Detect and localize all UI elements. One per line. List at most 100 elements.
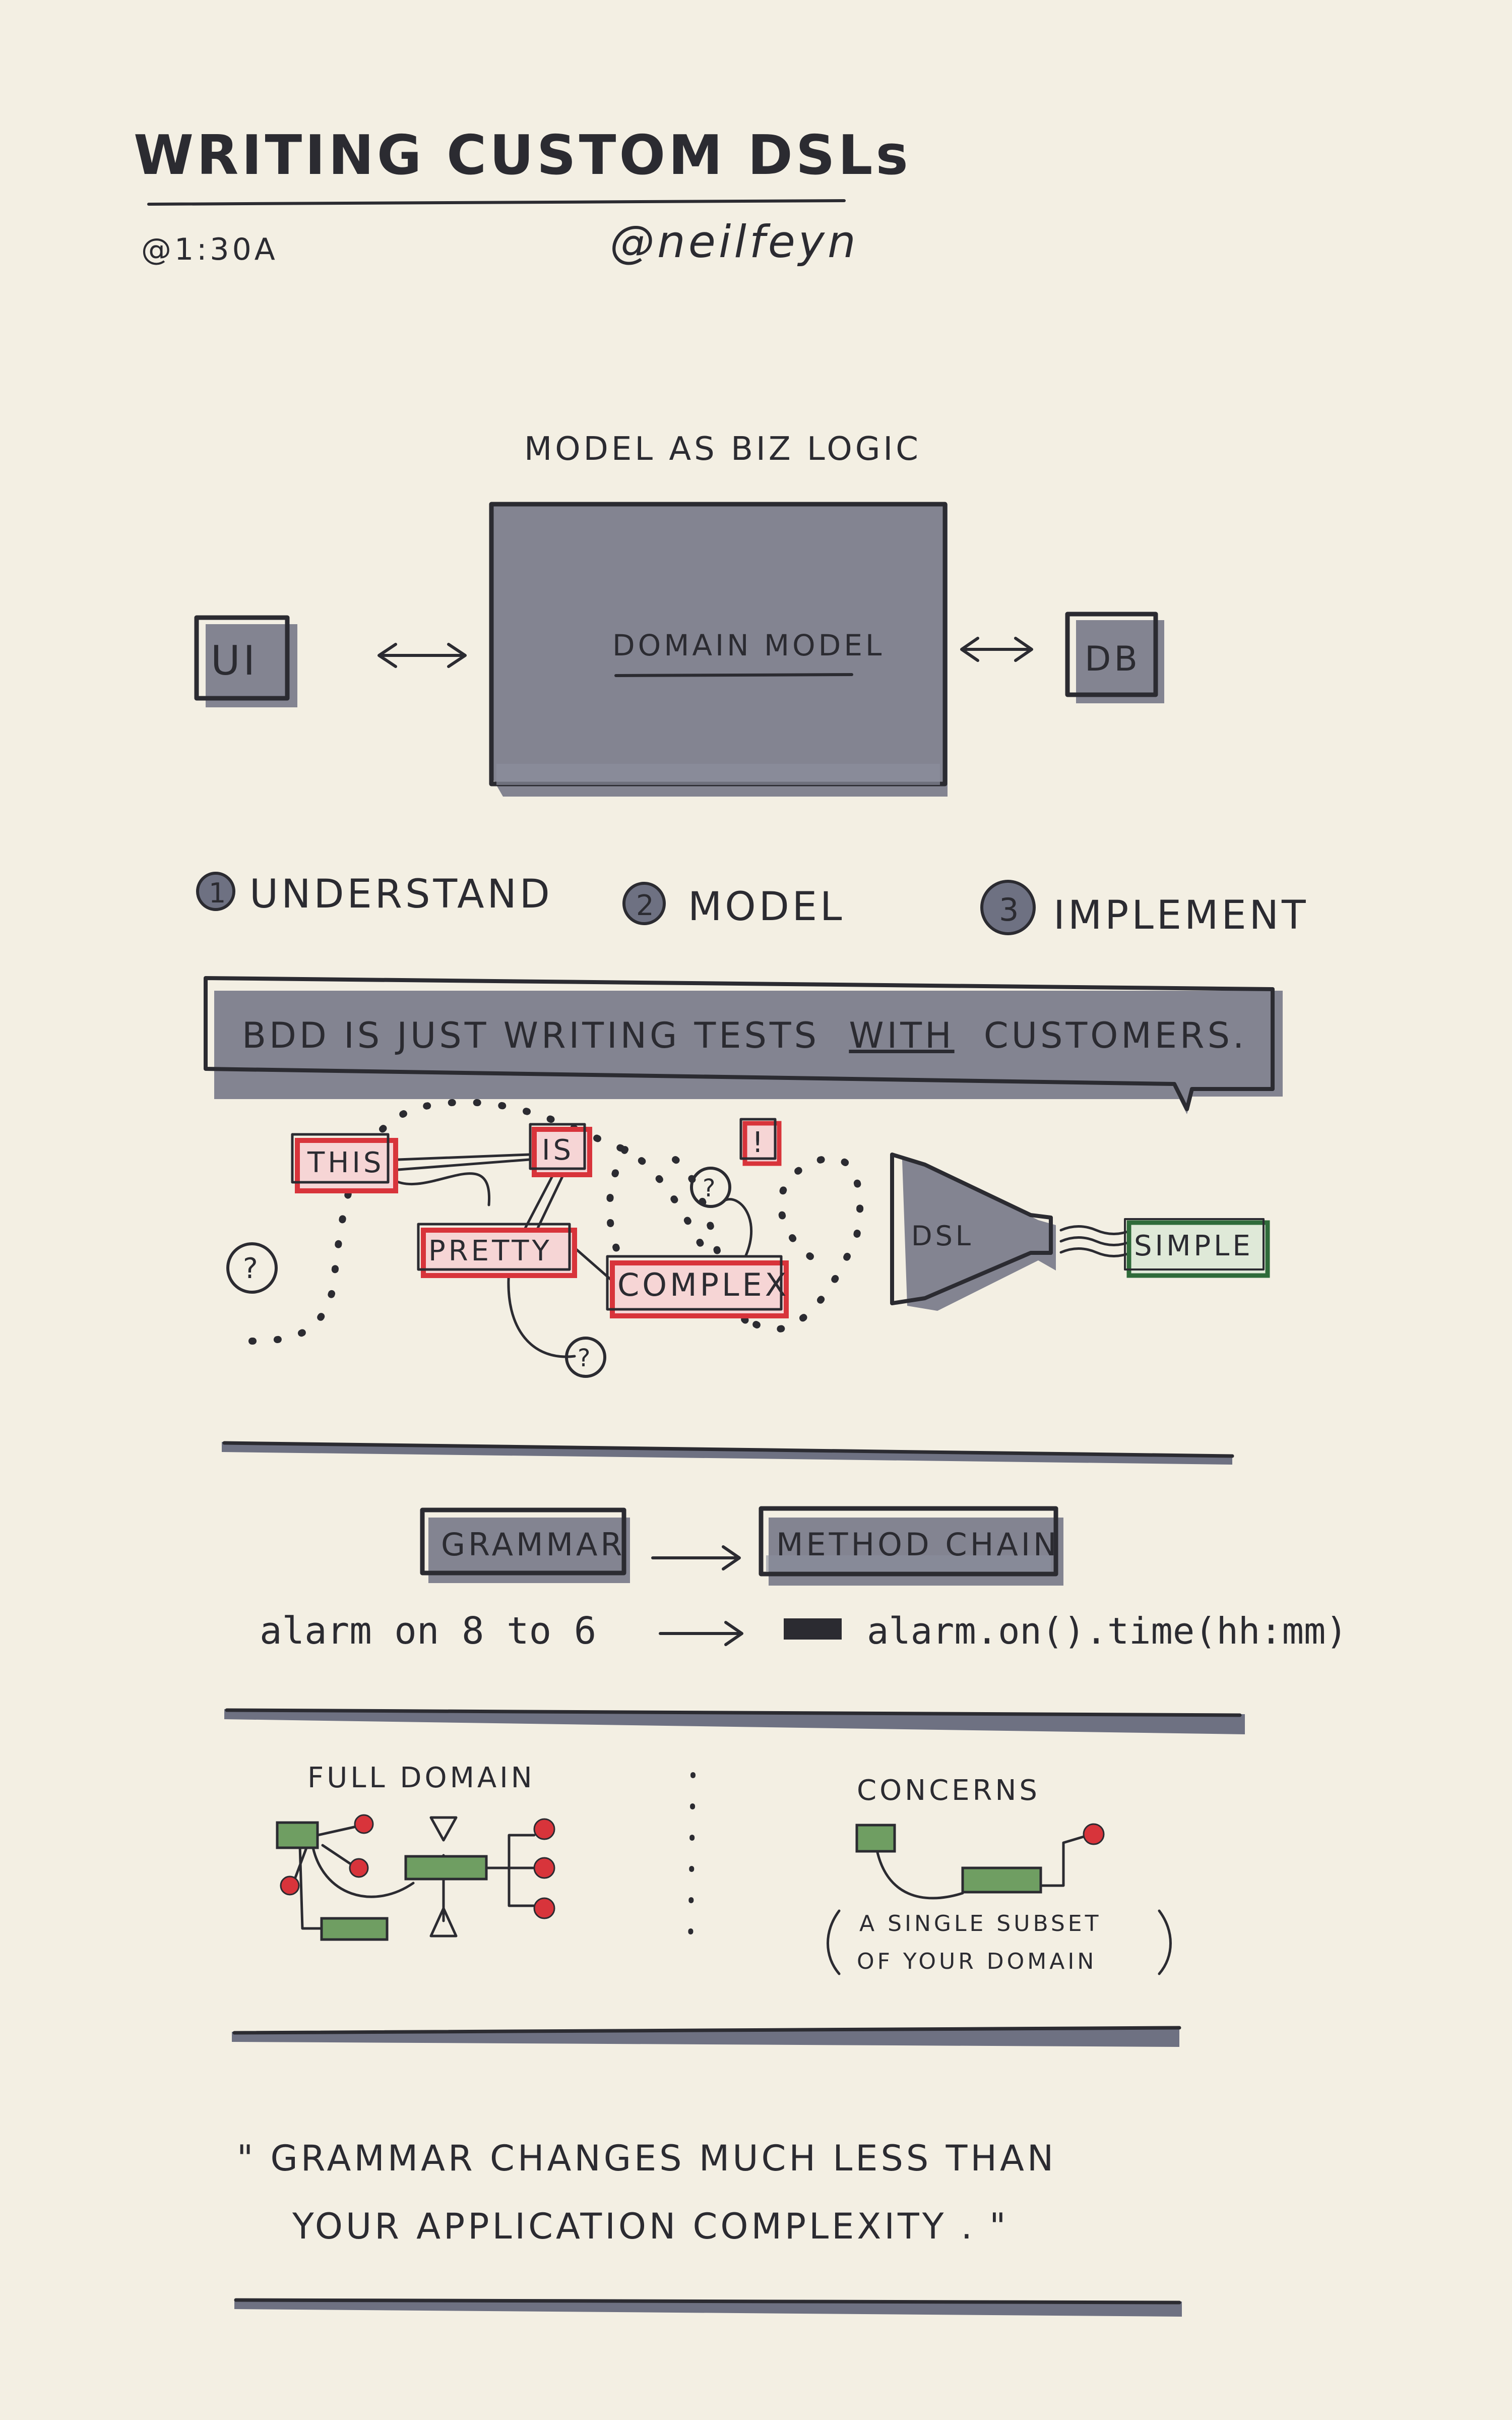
method-chain-label: METHOD CHAIN — [776, 1526, 1059, 1563]
simple-label: SIMPLE — [1134, 1230, 1253, 1262]
step-label: MODEL — [688, 884, 845, 930]
connector-line — [724, 1198, 752, 1257]
word-box-pretty: PRETTY — [417, 1223, 577, 1278]
step-label: IMPLEMENT — [1053, 893, 1309, 938]
svg-text:?: ? — [703, 1174, 718, 1202]
concerns-diagram: CONCERNS A SINGLE SUBSET OF YOUR DOMAIN — [827, 1774, 1172, 1975]
connector-line — [397, 1158, 531, 1171]
dotted-path — [606, 1146, 639, 1294]
connector-line — [392, 1172, 490, 1206]
question-mark-bubble: ? — [226, 1242, 278, 1294]
open-paren — [827, 1909, 841, 1975]
section-divider — [224, 1708, 1245, 1734]
quote-line2: YOUR APPLICATION COMPLEXITY . " — [292, 2206, 1009, 2247]
domain-model-label: DOMAIN MODEL — [612, 628, 885, 662]
bubble-outline — [204, 976, 1275, 1111]
step-number-badge — [980, 880, 1036, 935]
svg-text:?: ? — [578, 1344, 593, 1372]
quote-block: " GRAMMAR CHANGES MUCH LESS THAN YOUR AP… — [237, 2138, 1056, 2247]
scribble-out — [784, 1618, 842, 1640]
architecture-diagram: MODEL AS BIZ LOGIC UI DOMAIN MODEL DB — [194, 431, 1164, 797]
funnel-outline — [890, 1153, 1053, 1305]
step-number: 2 — [636, 889, 657, 922]
page-title: WRITING CUSTOM DSLs — [134, 124, 911, 187]
header: WRITING CUSTOM DSLs @1:30A @neilfeyn — [134, 124, 911, 268]
full-domain-label: FULL DOMAIN — [307, 1762, 535, 1794]
grammar-section: GRAMMAR METHOD CHAIN alarm on 8 to 6 ala… — [260, 1506, 1348, 1653]
step-implement: 3 IMPLEMENT — [980, 880, 1309, 938]
funnel-label: DSL — [911, 1220, 974, 1252]
concerns-note-line1: A SINGLE SUBSET — [859, 1911, 1101, 1937]
connector-line — [507, 1269, 576, 1358]
grammar-box-label: GRAMMAR — [441, 1526, 625, 1563]
ui-box — [194, 615, 290, 701]
example-arrow — [659, 1621, 743, 1646]
ui-box-shadow — [206, 624, 297, 707]
step-number: 1 — [209, 877, 229, 909]
step-model: 2 MODEL — [622, 882, 845, 930]
session-time: @1:30A — [141, 232, 278, 267]
complexity-diagram: THIS IS PRETTY COMPLEX ! ? ? — [226, 1099, 1270, 1378]
section-divider — [232, 2026, 1181, 2047]
word-box-this: THIS — [291, 1133, 398, 1193]
connector-line — [523, 1171, 556, 1232]
word-label: IS — [542, 1134, 574, 1167]
step-number-badge — [622, 882, 666, 925]
connector-line — [397, 1153, 531, 1161]
close-paren — [1158, 1909, 1172, 1975]
word-label: ! — [752, 1126, 766, 1159]
db-box-label: DB — [1085, 639, 1141, 679]
word-box-is: IS — [529, 1123, 592, 1177]
full-domain-diagram: FULL DOMAIN — [276, 1762, 555, 1941]
concerns-note-line2: OF YOUR DOMAIN — [857, 1949, 1097, 1974]
grammar-example-input: alarm on 8 to 6 — [260, 1609, 596, 1653]
domain-model-box-shadow — [491, 504, 948, 797]
method-chain-box: METHOD CHAIN — [759, 1506, 1063, 1586]
question-mark-bubble: ? — [565, 1337, 606, 1378]
funnel-shadow — [902, 1160, 1056, 1311]
word-label: THIS — [307, 1146, 384, 1179]
ui-model-double-arrow — [377, 643, 467, 668]
concerns-label: CONCERNS — [857, 1774, 1040, 1807]
model-db-double-arrow — [960, 637, 1033, 662]
domain-model-underline — [614, 673, 853, 677]
steps-row: 1 UNDERSTAND 2 MODEL 3 IMPLEMENT — [196, 872, 1309, 938]
grammar-method-arrow — [651, 1545, 741, 1570]
word-label: PRETTY — [428, 1235, 552, 1267]
dotted-path — [248, 1099, 864, 1345]
word-box-complex: COMPLEX — [606, 1255, 789, 1318]
word-label: COMPLEX — [617, 1266, 789, 1303]
svg-text:?: ? — [243, 1252, 261, 1285]
output-wavy-lines — [1059, 1225, 1133, 1257]
step-label: UNDERSTAND — [249, 872, 553, 917]
connector-line — [573, 1246, 616, 1285]
step-number: 3 — [999, 891, 1022, 928]
step-understand: 1 UNDERSTAND — [196, 872, 553, 917]
ui-box-label: UI — [211, 637, 258, 684]
section-divider — [234, 2298, 1182, 2317]
bdd-text-before: BDD IS JUST WRITING TESTS — [242, 1015, 820, 1056]
title-underline — [147, 199, 846, 206]
word-box-exclamation: ! — [739, 1118, 782, 1166]
author-handle: @neilfeyn — [610, 216, 859, 268]
connector-line — [535, 1171, 566, 1232]
bdd-text-after: CUSTOMERS. — [984, 1015, 1247, 1056]
method-chain-example: alarm.on().time(hh:mm) — [867, 1610, 1348, 1652]
vertical-separator — [688, 1772, 696, 1949]
dsl-funnel: DSL — [890, 1153, 1056, 1311]
section-divider — [222, 1441, 1234, 1465]
quote-line1: " GRAMMAR CHANGES MUCH LESS THAN — [237, 2138, 1056, 2179]
domain-model-box-shading — [496, 764, 940, 785]
db-box — [1065, 612, 1158, 697]
question-mark-bubble: ? — [690, 1167, 731, 1208]
bdd-speech-bubble: BDD IS JUST WRITING TESTS WITH CUSTOMERS… — [204, 976, 1283, 1114]
step-number-badge — [196, 872, 235, 911]
architecture-caption: MODEL AS BIZ LOGIC — [524, 431, 921, 468]
grammar-box: GRAMMAR — [420, 1507, 630, 1583]
bdd-text-underlined: WITH — [849, 1015, 954, 1056]
simple-box: SIMPLE — [1124, 1218, 1270, 1278]
bdd-text: BDD IS JUST WRITING TESTS WITH CUSTOMERS… — [242, 1015, 1247, 1056]
db-box-shadow — [1076, 620, 1164, 703]
